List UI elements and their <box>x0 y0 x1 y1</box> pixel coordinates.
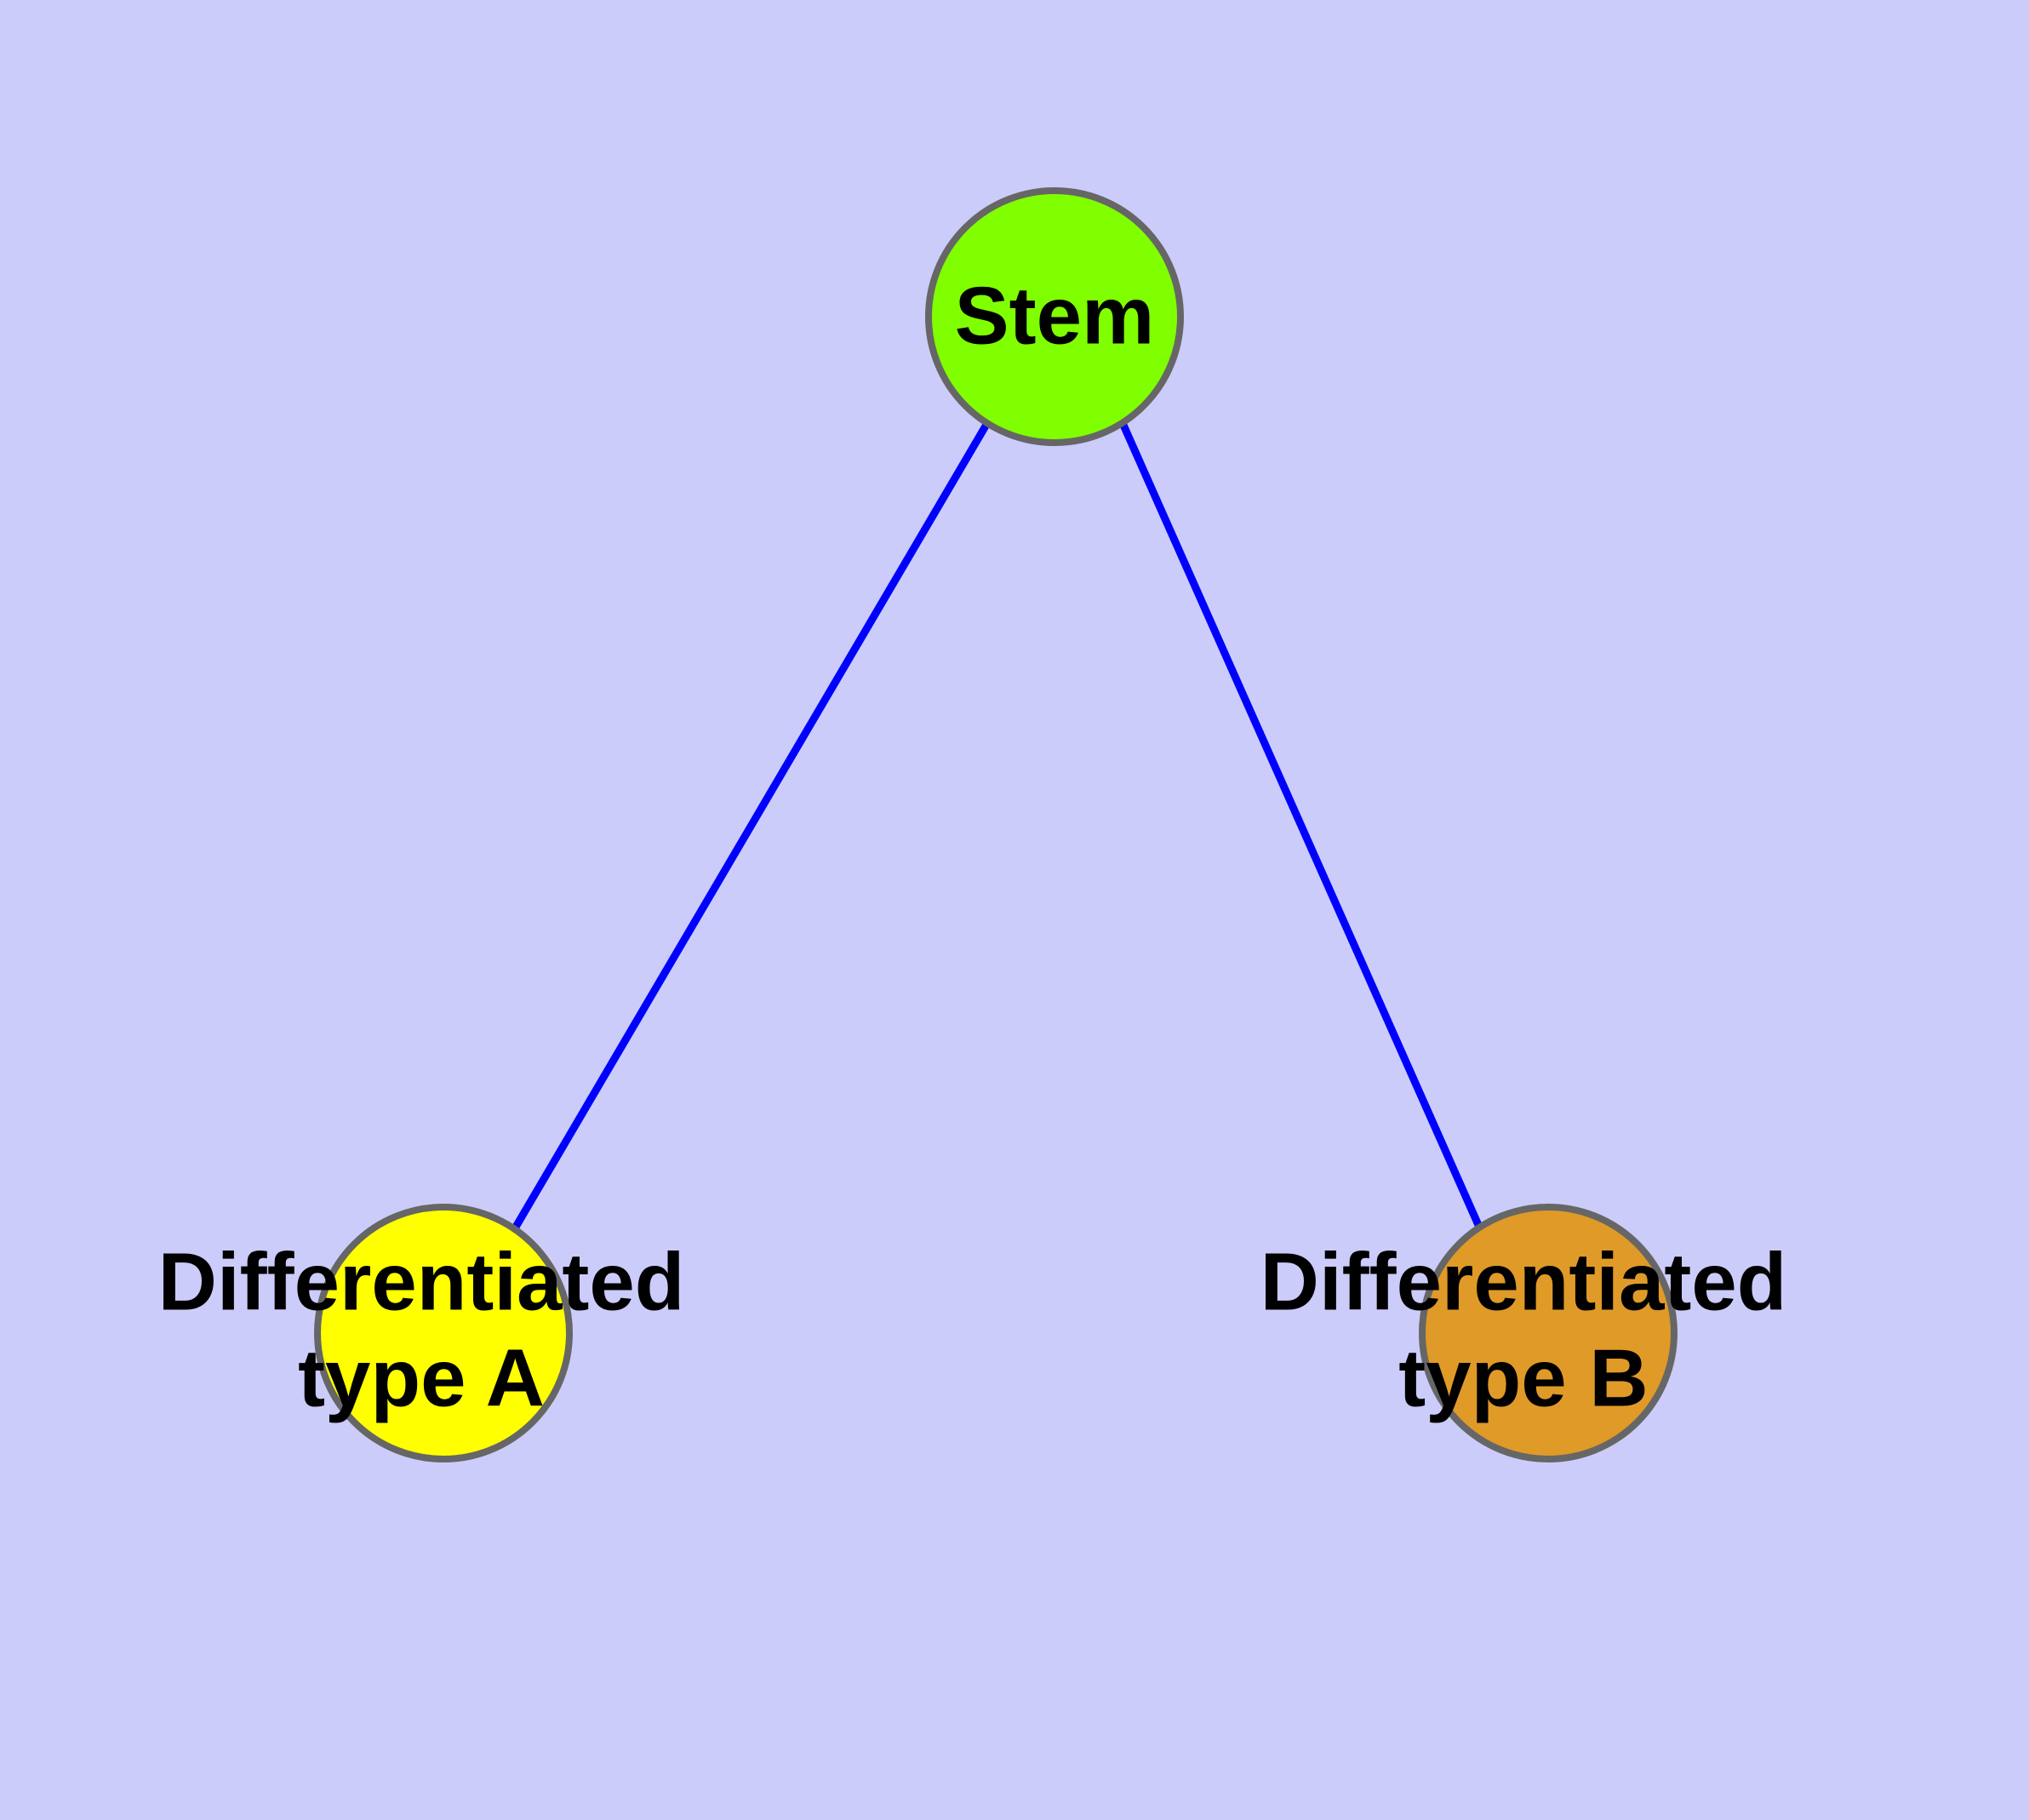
edge-stem-to-differentiated-type-b[interactable] <box>1118 421 1483 1227</box>
node-label-layer: Differentiated type A Differentiated typ… <box>158 1236 1787 1423</box>
node-differentiated-type-b[interactable] <box>1419 1204 1677 1462</box>
node-differentiated-type-a-label-line-1: Differentiated <box>158 1236 685 1327</box>
edge-layer <box>512 421 1483 1231</box>
node-stem-label-line-1: Stem <box>955 270 1155 361</box>
node-differentiated-type-a-circle[interactable] <box>314 1204 573 1462</box>
node-stem-circle[interactable] <box>925 187 1184 446</box>
node-differentiated-type-b-label-line-1: Differentiated <box>1260 1236 1787 1327</box>
node-layer: Stem <box>314 187 1677 1462</box>
node-stem[interactable]: Stem <box>925 187 1184 446</box>
node-differentiated-type-a[interactable] <box>314 1204 573 1462</box>
node-differentiated-type-b-label-line-2: type B <box>1398 1332 1648 1423</box>
node-differentiated-type-b-circle[interactable] <box>1419 1204 1677 1462</box>
edge-stem-to-differentiated-type-a[interactable] <box>512 421 991 1231</box>
node-differentiated-type-a-label-line-2: type A <box>298 1332 545 1423</box>
